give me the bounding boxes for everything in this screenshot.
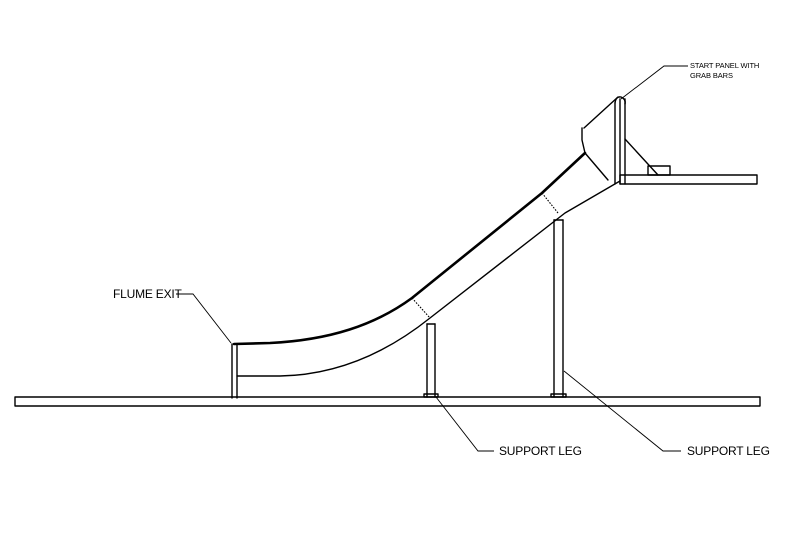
flume-exit-label: FLUME EXIT	[113, 287, 183, 301]
start-panel	[614, 96, 758, 185]
leader-support-leg-right	[563, 370, 681, 452]
leader-flume-exit	[176, 293, 232, 344]
start-panel-label-line1: START PANEL WITH	[690, 61, 759, 70]
ground-slab	[14, 396, 761, 407]
leader-support-leg-left	[435, 396, 494, 452]
flume-body	[231, 96, 621, 399]
support-leg-right-label: SUPPORT LEG	[687, 444, 770, 458]
support-leg-left-label: SUPPORT LEG	[499, 444, 582, 458]
support-leg-right-post	[550, 219, 567, 398]
leader-start-panel	[620, 65, 688, 100]
support-leg-left-post	[423, 323, 439, 398]
start-panel-label-line2: GRAB BARS	[690, 71, 733, 80]
